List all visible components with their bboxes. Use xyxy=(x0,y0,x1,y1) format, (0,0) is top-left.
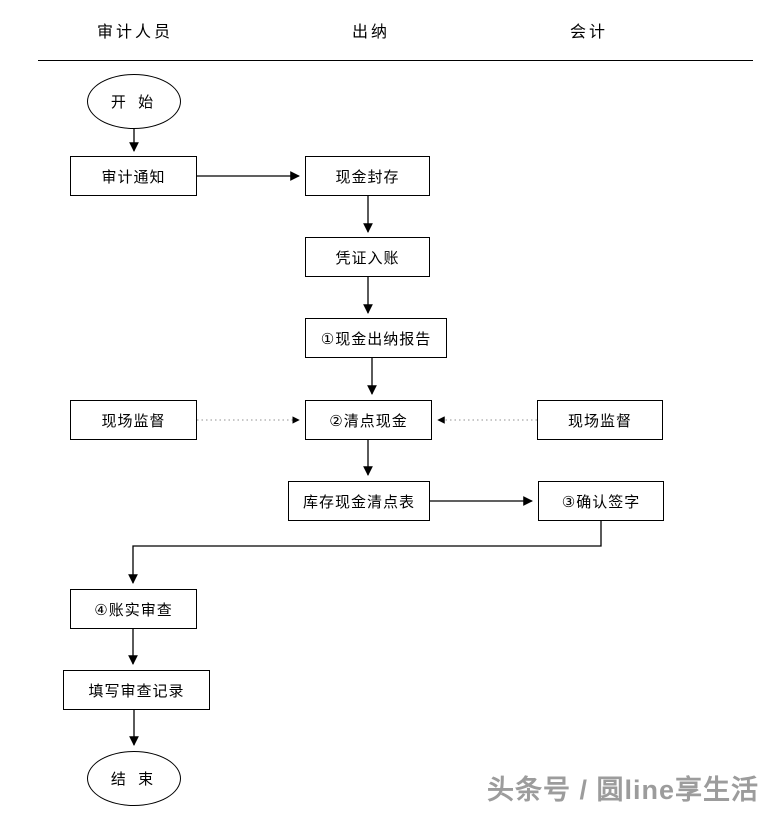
lane-header-cashier: 出纳 xyxy=(352,24,391,41)
node-end: 结 束 xyxy=(87,751,181,806)
node-supervision-right: 现场监督 xyxy=(537,400,663,440)
node-cash-seal: 现金封存 xyxy=(305,156,430,196)
node-account-review: ④账实审查 xyxy=(70,589,197,629)
node-fill-record: 填写审查记录 xyxy=(63,670,210,710)
node-cash-report: ①现金出纳报告 xyxy=(305,318,447,358)
lane-header-auditor: 审计人员 xyxy=(97,24,174,41)
node-cash-count-table: 库存现金清点表 xyxy=(288,481,430,521)
node-start: 开 始 xyxy=(87,74,181,129)
lane-header-accountant: 会计 xyxy=(570,24,609,41)
connector-confirm-sign-to-account-review xyxy=(128,521,602,584)
node-supervision-left: 现场监督 xyxy=(70,400,197,440)
node-audit-notice: 审计通知 xyxy=(70,156,197,196)
header-separator-line xyxy=(38,60,753,61)
node-count-cash: ②清点现金 xyxy=(305,400,432,440)
node-voucher-entry: 凭证入账 xyxy=(305,237,430,277)
node-confirm-sign: ③确认签字 xyxy=(538,481,664,521)
watermark-text: 头条号 / 圆line享生活 xyxy=(486,775,759,805)
